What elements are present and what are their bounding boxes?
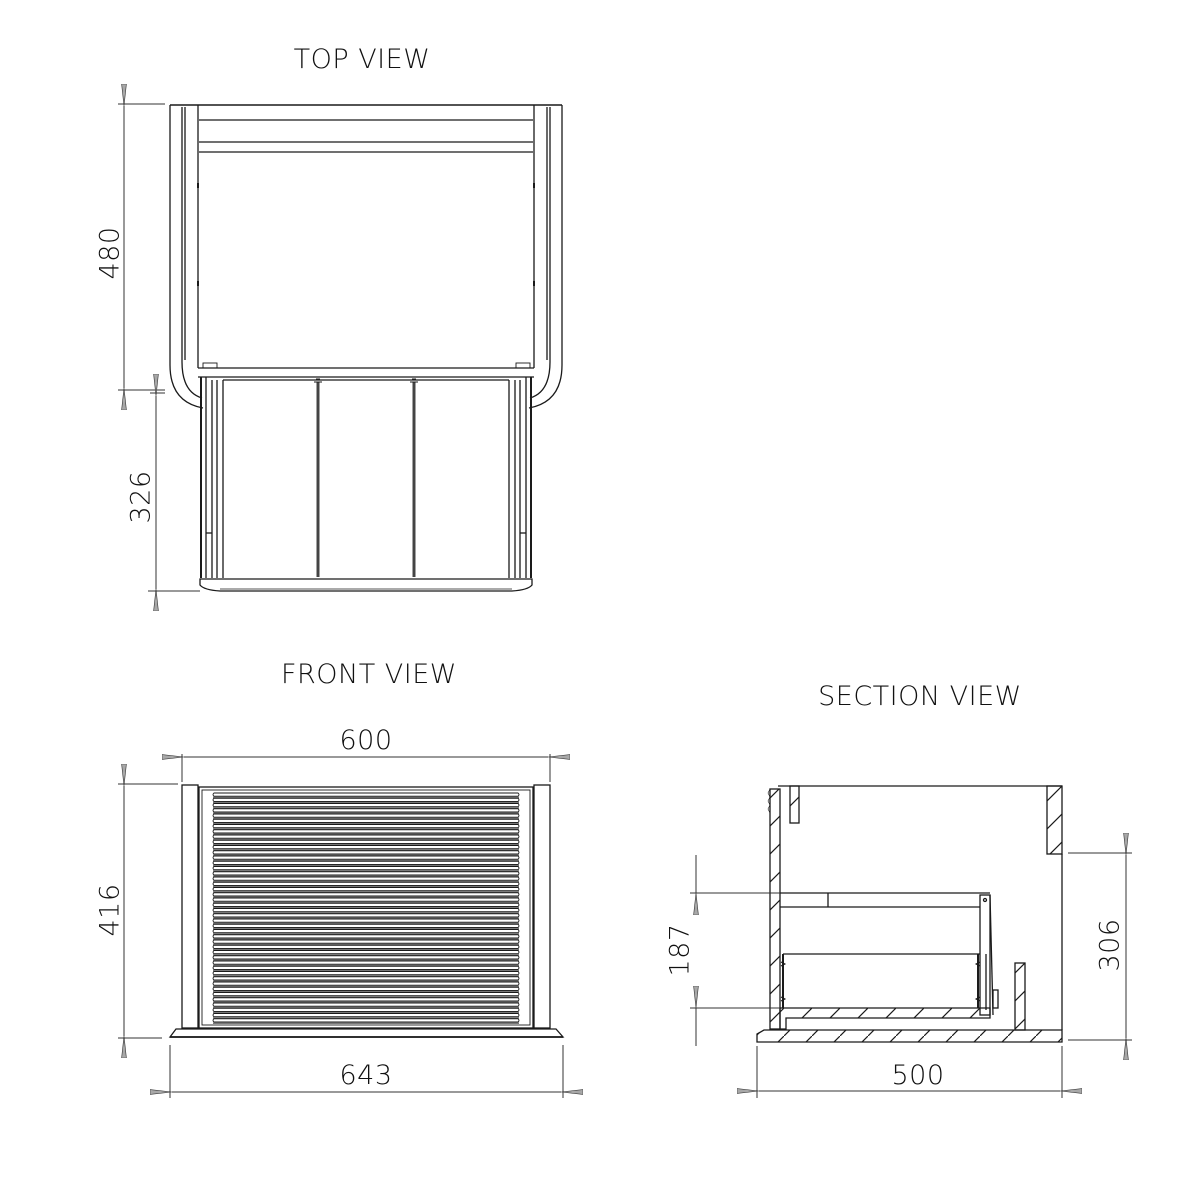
slat (212, 976, 520, 981)
top-view-dimensions (118, 104, 200, 591)
front-view-base-width-dimension: 643 (339, 1060, 393, 1091)
slat (212, 939, 520, 944)
section-view-drawing (756, 785, 1063, 1043)
slat (212, 1018, 520, 1023)
slat (212, 845, 520, 850)
slat (212, 892, 520, 897)
slat (212, 934, 520, 939)
slat (212, 955, 520, 960)
slat (212, 824, 520, 829)
slat (212, 923, 520, 928)
slat (212, 986, 520, 991)
slat (212, 887, 520, 892)
section-view-title: SECTION VIEW (818, 681, 1022, 712)
slat (212, 876, 520, 881)
slat (212, 918, 520, 923)
slat (212, 897, 520, 902)
top-view-title: TOP VIEW (293, 44, 431, 75)
slat (212, 960, 520, 965)
section-view-dimensions (690, 853, 1132, 1098)
slat (212, 992, 520, 997)
section-view-opening-height-dimension: 306 (1094, 918, 1126, 972)
slat (212, 908, 520, 913)
slat (212, 839, 520, 844)
slat (212, 881, 520, 886)
front-view-inner-width-dimension: 600 (339, 725, 393, 756)
slat (212, 829, 520, 834)
section-view-drawer-height-dimension: 187 (664, 923, 696, 977)
top-view-drawing (169, 104, 563, 592)
front-view-title: FRONT VIEW (280, 659, 458, 690)
slat (212, 944, 520, 949)
slat (212, 913, 520, 918)
slat (212, 902, 520, 907)
slat (212, 792, 520, 797)
slat (212, 860, 520, 865)
top-view-extension-dimension: 326 (125, 470, 157, 524)
front-view-drawing (168, 784, 565, 1038)
section-view-depth-dimension: 500 (891, 1060, 945, 1091)
slat (212, 818, 520, 823)
slat (212, 803, 520, 808)
slat (212, 866, 520, 871)
slat (212, 965, 520, 970)
front-view-height-dimension: 416 (94, 883, 126, 937)
slat (212, 834, 520, 839)
slat (212, 950, 520, 955)
slat (212, 997, 520, 1002)
front-view-dimensions (118, 754, 563, 1098)
slat (212, 797, 520, 802)
front-slats (212, 792, 520, 1025)
slat (212, 813, 520, 818)
slat (212, 981, 520, 986)
top-view-depth-dimension: 480 (94, 226, 126, 280)
slat (212, 1007, 520, 1012)
slat (212, 971, 520, 976)
slat (212, 850, 520, 855)
slat (212, 855, 520, 860)
slat (212, 808, 520, 813)
slat (212, 871, 520, 876)
slat (212, 1002, 520, 1007)
slat (212, 1013, 520, 1018)
slat (212, 929, 520, 934)
